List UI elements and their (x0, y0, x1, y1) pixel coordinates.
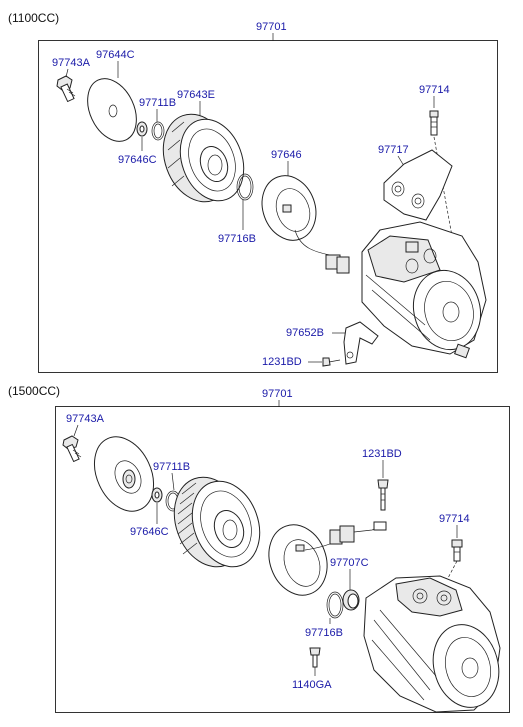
label-97714-1500cc: 97714 (439, 513, 470, 525)
plate-drawing-1500cc (93, 436, 155, 512)
screw-drawing-1100cc (322, 357, 341, 367)
label-97716b-1500cc: 97716B (305, 627, 343, 639)
assembly-number-1500cc: 97701 (262, 388, 293, 400)
compressor-drawing-1500cc (363, 575, 501, 713)
shim-drawing-1100cc (136, 121, 148, 137)
label-97714-1100cc: 97714 (419, 84, 450, 96)
label-97644c-1100cc: 97644C (96, 49, 135, 61)
section-label-1500cc: (1500CC) (8, 384, 61, 398)
assembly-number-1100cc: 97701 (256, 21, 287, 33)
label-97716b-1100cc: 97716B (218, 233, 256, 245)
pulley-drawing-1100cc (162, 113, 245, 203)
label-97646-1100cc: 97646 (271, 149, 302, 161)
section-label-1100cc: (1100CC) (8, 11, 60, 25)
field-coil-drawing-1100cc (261, 175, 350, 274)
label-97643e-1100cc: 97643E (177, 89, 215, 101)
shim-drawing-1500cc (151, 487, 163, 503)
cover-drawing-1100cc (383, 149, 453, 221)
stud-drawing-1500cc (309, 647, 321, 668)
label-1231bd-1500cc: 1231BD (362, 448, 402, 460)
valve-drawing-1500cc (451, 539, 463, 562)
label-97646c-1100cc: 97646C (118, 154, 157, 166)
bolt-drawing-1500cc (62, 435, 82, 463)
compressor-drawing-1100cc (361, 221, 487, 359)
label-1140ga-1500cc: 1140GA (292, 679, 332, 691)
label-97717-1100cc: 97717 (378, 144, 409, 156)
label-97743a-1500cc: 97743A (66, 413, 105, 425)
bracket-drawing-1100cc (343, 321, 379, 365)
label-97652b-1100cc: 97652B (286, 327, 324, 339)
pulley-drawing-1500cc (173, 476, 261, 568)
coil-ring-drawing-1100cc (236, 173, 254, 201)
label-97711b-1500cc: 97711B (153, 461, 190, 473)
coil-ring-drawing-1500cc (326, 591, 344, 619)
label-97646c-1500cc: 97646C (130, 526, 169, 538)
field-coil-drawing-1500cc (268, 521, 387, 596)
label-97711b-1100cc: 97711B (139, 97, 176, 109)
seal-drawing-1500cc (342, 589, 360, 611)
label-97707c-1500cc: 97707C (330, 557, 369, 569)
label-97743a-1100cc: 97743A (52, 57, 91, 69)
snap-ring-drawing-1100cc (151, 121, 165, 141)
label-1231bd-1100cc: 1231BD (262, 356, 302, 368)
plate-drawing-1100cc (87, 78, 137, 142)
screw-drawing-1500cc (377, 479, 389, 511)
bolt-drawing-1100cc (56, 75, 76, 103)
valve-drawing-1100cc (429, 110, 439, 136)
